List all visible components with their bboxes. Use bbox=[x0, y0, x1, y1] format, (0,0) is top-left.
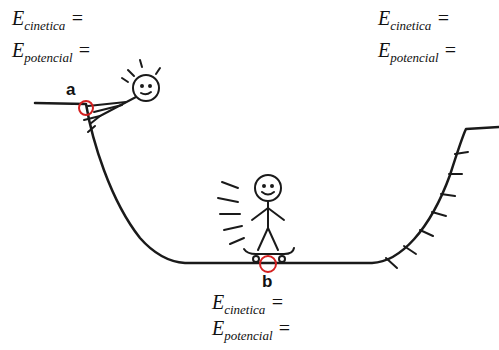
energy-label: Ecinetica = bbox=[378, 6, 450, 38]
ramp bbox=[35, 103, 499, 263]
energy-label: Epotencial = bbox=[12, 38, 91, 70]
ramp-hatches bbox=[88, 126, 468, 268]
energy-label: Epotencial = bbox=[212, 316, 291, 348]
skater-at-b bbox=[218, 175, 294, 262]
point-a-marker bbox=[79, 101, 93, 115]
energy-label: Ecinetica = bbox=[12, 6, 84, 38]
point-label: b bbox=[262, 270, 272, 294]
energy-label: Epotencial = bbox=[378, 38, 457, 70]
point-b-marker bbox=[260, 256, 276, 272]
point-label: a bbox=[66, 78, 75, 102]
person-at-a bbox=[84, 60, 160, 124]
